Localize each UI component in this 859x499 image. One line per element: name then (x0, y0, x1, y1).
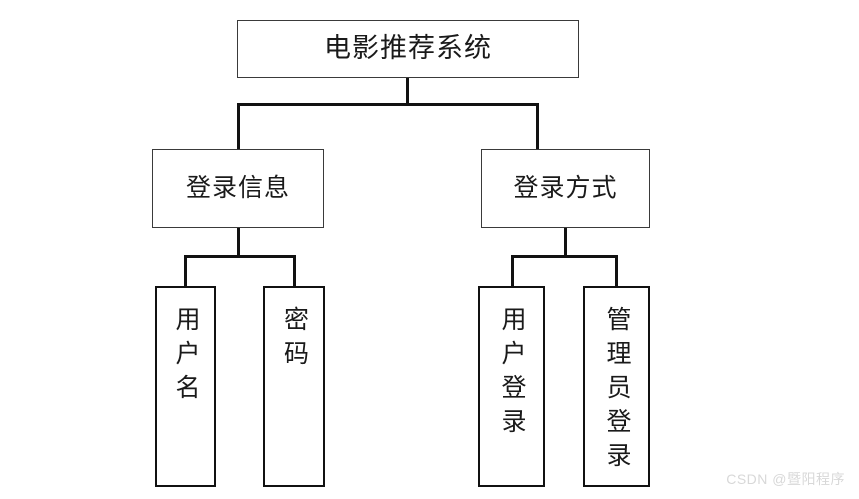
connector-login-method-stem (564, 227, 567, 257)
node-label-username: 用户名 (172, 306, 199, 408)
connector-login-method-to-user-login (511, 255, 514, 288)
node-admin-login: 管理员登录 (583, 286, 650, 487)
csdn-watermark: CSDN @暨阳程序 (726, 471, 845, 487)
node-user-login: 用户登录 (478, 286, 545, 487)
node-password: 密码 (263, 286, 325, 487)
connector-root-to-login-method (536, 103, 539, 151)
node-login-info: 登录信息 (152, 149, 324, 228)
node-username: 用户名 (155, 286, 216, 487)
node-login-method: 登录方式 (481, 149, 650, 228)
node-label-password: 密码 (280, 306, 308, 374)
node-label-login-info: 登录信息 (185, 174, 290, 202)
connector-login-method-bus (511, 255, 617, 258)
connector-root-bus (238, 103, 538, 106)
node-label-admin-login: 管理员登录 (603, 306, 630, 476)
node-movie-recommendation-system: 电影推荐系统 (237, 20, 579, 78)
connector-login-method-to-admin-login (615, 255, 618, 288)
node-label-login-method: 登录方式 (513, 174, 618, 202)
node-label-user-login: 用户登录 (498, 306, 525, 442)
node-label-root: 电影推荐系统 (324, 33, 492, 64)
connector-login-info-bus (184, 255, 296, 258)
connector-root-stem (406, 77, 409, 105)
connector-root-to-login-info (237, 103, 240, 151)
connector-login-info-to-password (293, 255, 296, 288)
connector-login-info-stem (237, 227, 240, 257)
connector-login-info-to-username (184, 255, 187, 288)
